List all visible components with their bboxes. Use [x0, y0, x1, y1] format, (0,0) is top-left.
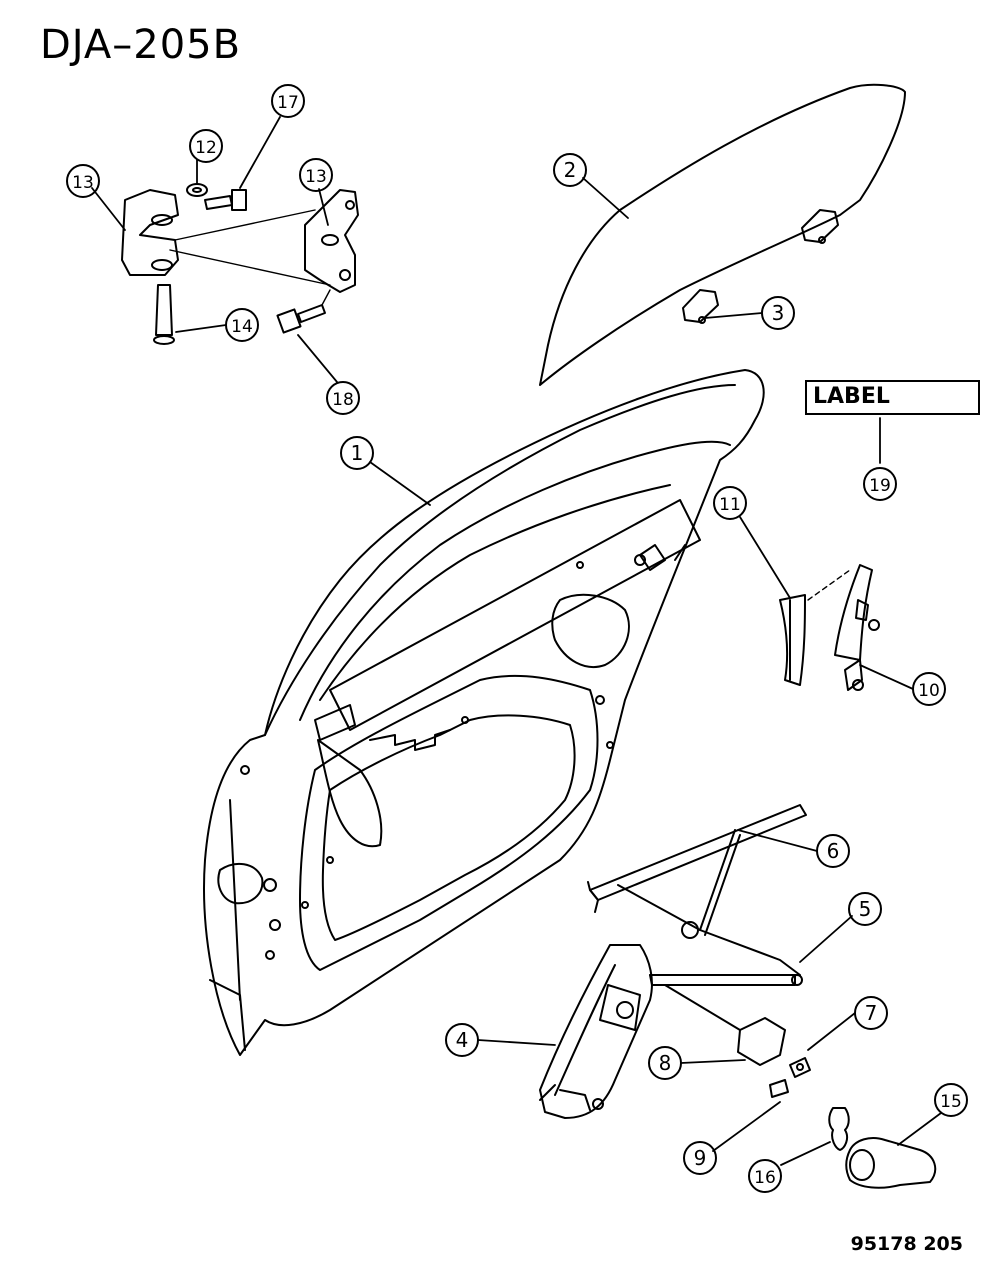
- callout-14: 14: [225, 308, 259, 342]
- callout-number: 3: [772, 301, 785, 325]
- callout-number: 11: [719, 495, 741, 515]
- diagram-title: DJA–205B: [40, 22, 242, 68]
- callout-number: 6: [827, 839, 840, 863]
- door-glass: [539, 83, 906, 386]
- callout-number: 15: [940, 1092, 962, 1112]
- motor-bracket: [664, 984, 786, 1066]
- callout-number: 7: [865, 1001, 878, 1025]
- callout-7: 7: [854, 996, 888, 1030]
- callout-5: 5: [848, 892, 882, 926]
- washer: [186, 183, 208, 197]
- callout-number: 2: [564, 158, 577, 182]
- hinge-right: [304, 189, 359, 293]
- hinge-pin: [153, 284, 175, 345]
- label-box: LABEL: [805, 380, 980, 415]
- door-shell: [203, 369, 765, 1056]
- callout-number: 12: [195, 138, 217, 158]
- hinge-bolt-upper: [204, 189, 247, 211]
- callout-13-left: 13: [66, 164, 100, 198]
- label-box-text: LABEL: [813, 384, 890, 409]
- channel-alignment-line: [807, 569, 851, 601]
- callout-12: 12: [189, 129, 223, 163]
- callout-6: 6: [816, 834, 850, 868]
- glass-clip-lower: [682, 289, 719, 324]
- callout-number: 10: [918, 681, 940, 701]
- small-clip-9: [769, 1079, 789, 1098]
- callout-3: 3: [761, 296, 795, 330]
- callout-17: 17: [271, 84, 305, 118]
- glass-run-channel: [779, 594, 806, 686]
- callout-number: 8: [659, 1051, 672, 1075]
- callout-13-right: 13: [299, 158, 333, 192]
- callout-15: 15: [934, 1083, 968, 1117]
- callout-number: 1: [351, 441, 364, 465]
- hinge-left: [121, 189, 179, 276]
- spring-clip: [828, 1107, 850, 1151]
- cover-cap: [845, 1137, 937, 1189]
- callout-9: 9: [683, 1141, 717, 1175]
- callout-number: 9: [694, 1146, 707, 1170]
- callout-number: 13: [305, 167, 327, 187]
- guide-bracket: [834, 564, 880, 691]
- callout-number: 18: [332, 390, 354, 410]
- callout-number: 16: [754, 1168, 776, 1188]
- callout-number: 14: [231, 317, 253, 337]
- callout-number: 17: [277, 93, 299, 113]
- callout-4: 4: [445, 1023, 479, 1057]
- callouts: 1 2 3 4 5 6 7 8 9 10 11 12 13 13 14: [66, 84, 968, 1193]
- leader-lines: [91, 116, 942, 1166]
- callout-number: 19: [869, 476, 891, 496]
- glass-clip-upper: [801, 209, 839, 244]
- callout-10: 10: [912, 672, 946, 706]
- callout-number: 13: [72, 173, 94, 193]
- callout-11: 11: [713, 486, 747, 520]
- callout-16: 16: [748, 1159, 782, 1193]
- footer-code: 95178 205: [850, 1233, 963, 1255]
- regulator-track: [587, 804, 807, 986]
- regulator-nut: [791, 974, 803, 986]
- callout-8: 8: [648, 1046, 682, 1080]
- callout-18: 18: [326, 381, 360, 415]
- callout-1: 1: [340, 436, 374, 470]
- callout-2: 2: [553, 153, 587, 187]
- callout-number: 5: [859, 897, 872, 921]
- hinge-bolt-lower: [276, 304, 326, 334]
- callout-number: 4: [456, 1028, 469, 1052]
- regulator-motor-assembly: [539, 944, 653, 1119]
- callout-19: 19: [863, 467, 897, 501]
- bracket-nut: [789, 1057, 811, 1078]
- hinge-alignment-lines: [169, 209, 331, 306]
